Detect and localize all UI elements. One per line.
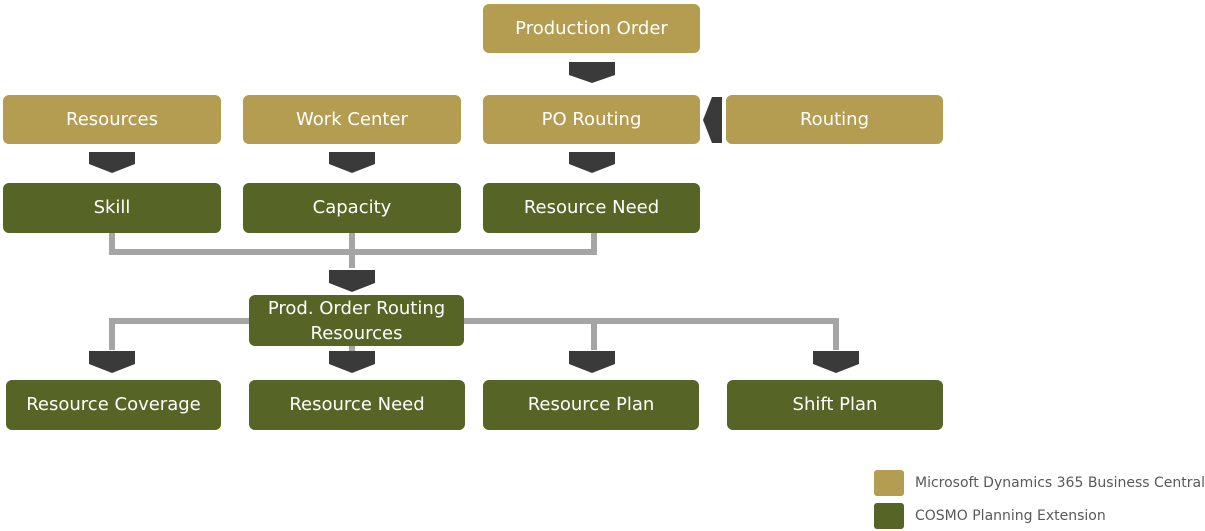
node-skill-label: Skill [93,197,131,218]
node-resources-label: Resources [66,108,158,130]
node-resource-coverage-label: Resource Coverage [26,394,201,415]
node-work-center-label: Work Center [296,108,408,130]
node-resource-plan-label: Resource Plan [527,394,655,415]
legend-swatch-business-central [874,470,904,496]
node-work-center: Work Center [243,95,461,144]
node-routing: Routing [726,95,943,144]
arrow-down-resource-coverage [89,351,135,373]
node-po-routing-label: PO Routing [541,108,642,130]
node-resource-plan: Resource Plan [483,380,699,430]
node-production-order: Production Order [483,4,700,53]
node-resource-need-bottom-label: Resource Need [289,394,425,415]
legend-label-business-central: Microsoft Dynamics 365 Business Central [915,475,1205,491]
node-resource-coverage: Resource Coverage [6,380,221,430]
arrow-down-resource-plan [569,351,615,373]
legend-swatch-cosmo-planning [874,503,904,529]
arrow-down-resources [89,152,135,173]
node-prod-order-routing-resources-label: Prod. Order Routing Resources [267,297,446,344]
node-routing-label: Routing [799,108,869,130]
node-shift-plan: Shift Plan [727,380,943,430]
arrow-down-shift-plan [813,351,859,373]
node-skill: Skill [3,183,221,233]
node-capacity-label: Capacity [312,197,392,218]
arrow-down-po-routing [569,152,615,173]
node-po-routing: PO Routing [483,95,700,144]
arrow-down-work-center [329,152,375,173]
legend-label-cosmo-planning: COSMO Planning Extension [915,508,1106,524]
node-production-order-label: Production Order [515,17,668,39]
node-resource-need-top-label: Resource Need [523,197,660,218]
node-prod-order-routing-resources: Prod. Order Routing Resources [249,295,464,346]
node-resources: Resources [3,95,221,144]
node-capacity: Capacity [243,183,461,233]
arrow-down-production-order [569,62,615,83]
arrow-down-merge [329,270,375,292]
node-resource-need-bottom: Resource Need [249,380,465,430]
node-shift-plan-label: Shift Plan [792,394,878,415]
node-resource-need-top: Resource Need [483,183,700,233]
arrow-down-resource-need-bottom [329,351,375,373]
arrow-left-routing [703,97,722,143]
